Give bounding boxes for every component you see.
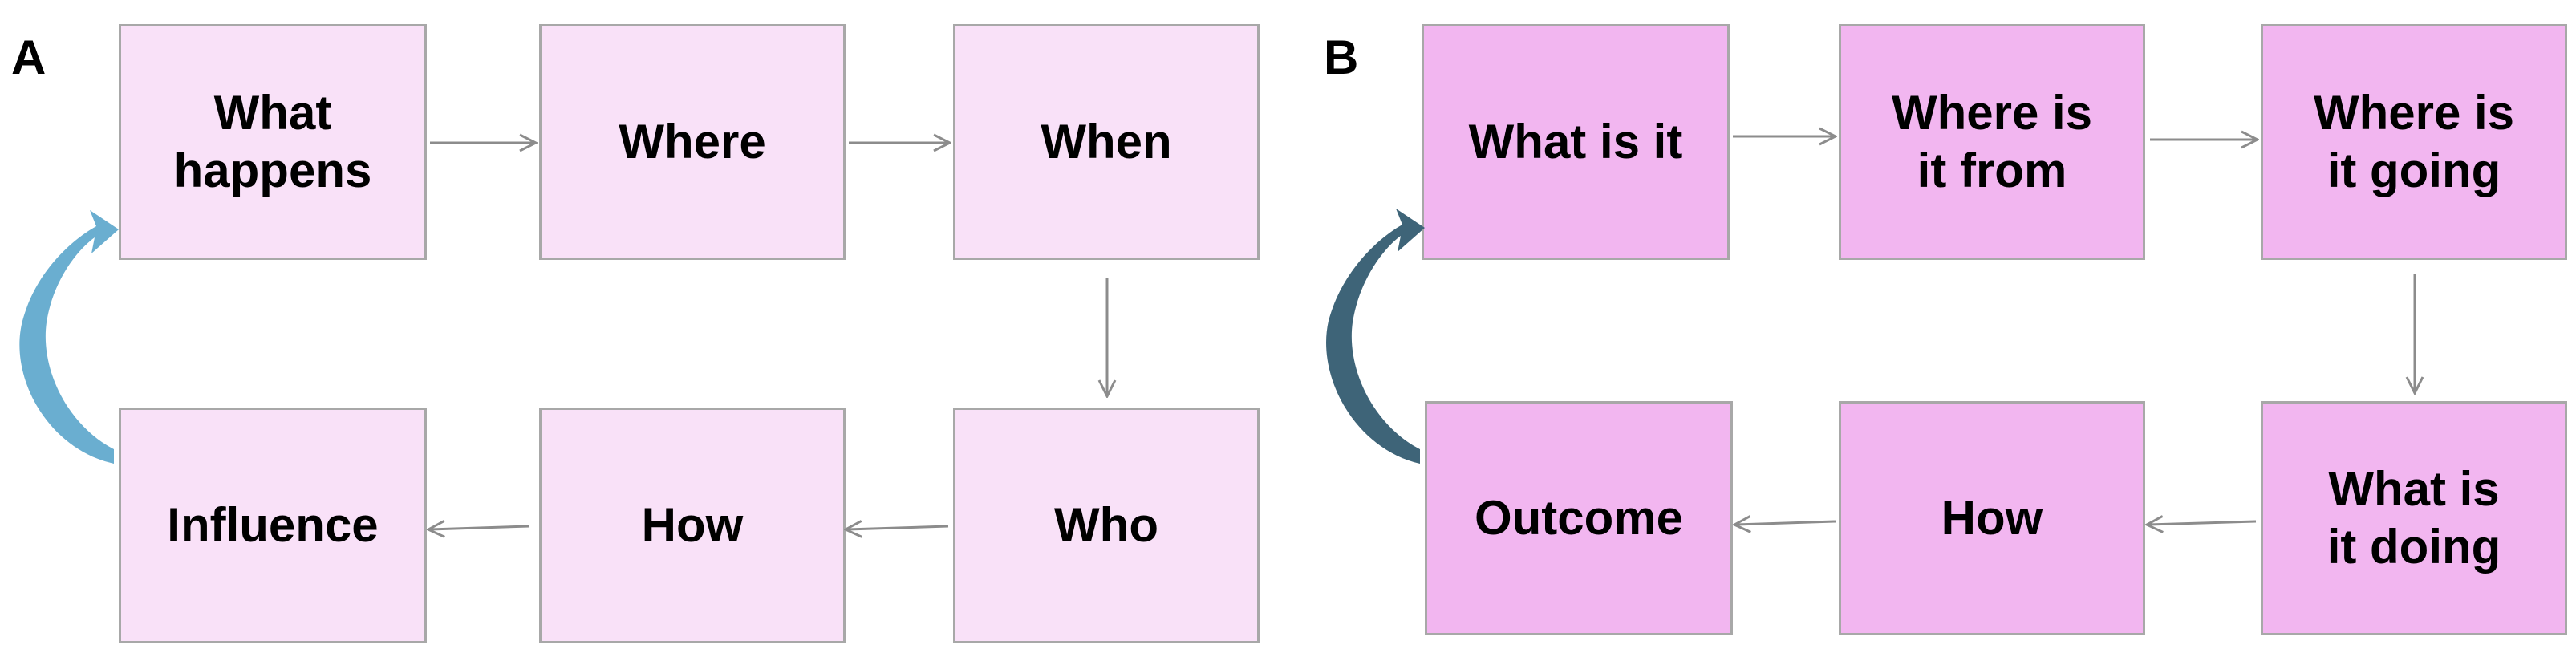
box-who: Who: [953, 408, 1260, 643]
box-how-b: How: [1839, 401, 2145, 635]
box-outcome: Outcome: [1425, 401, 1733, 635]
panel-b-label: B: [1324, 30, 1359, 84]
box-what-happens-line-2: happens: [173, 144, 372, 197]
box-what-doing-line-1: What is: [2328, 462, 2500, 516]
cycle-arrow-b-icon: [1326, 209, 1425, 464]
box-when: When: [953, 24, 1260, 260]
box-where-from: Where is it from: [1839, 24, 2145, 260]
panel-a-label: A: [11, 30, 47, 84]
box-where-label: Where: [619, 115, 766, 168]
box-what-happens-line-1: What: [213, 86, 332, 140]
box-when-label: When: [1041, 115, 1172, 168]
box-where: Where: [539, 24, 846, 260]
box-where-from-line-1: Where is: [1891, 86, 2093, 140]
box-where-going-line-1: Where is: [2313, 86, 2515, 140]
box-how-b-label: How: [1941, 491, 2043, 545]
box-where-going: Where is it going: [2261, 24, 2567, 260]
connector-a-who-to-how: [847, 526, 949, 529]
box-who-label: Who: [1054, 498, 1158, 552]
connector-b-how-to-outcome: [1736, 521, 1836, 525]
box-what-is-it-label: What is it: [1468, 115, 1683, 168]
box-outcome-label: Outcome: [1474, 491, 1684, 545]
box-influence-label: Influence: [167, 498, 379, 552]
box-what-doing-line-2: it doing: [2327, 520, 2501, 574]
box-where-going-line-2: it going: [2327, 144, 2501, 197]
box-what-doing: What is it doing: [2261, 401, 2567, 635]
box-how-a-label: How: [641, 498, 744, 552]
box-influence: Influence: [119, 408, 427, 643]
box-where-from-line-2: it from: [1917, 144, 2067, 197]
connector-b-doing-to-how: [2148, 521, 2257, 525]
connector-a-how-to-influence: [430, 526, 530, 529]
cycle-arrow-a-icon: [19, 210, 119, 464]
box-what-is-it: What is it: [1422, 24, 1730, 260]
box-what-happens: What happens: [119, 24, 427, 260]
